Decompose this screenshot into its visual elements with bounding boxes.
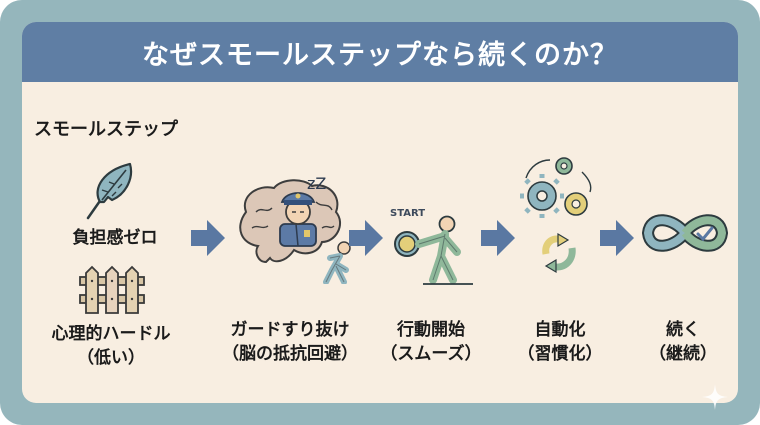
automation-line2: （習慣化） bbox=[517, 344, 603, 364]
arrow-right-icon bbox=[600, 220, 634, 256]
automation-line1: 自動化 bbox=[534, 320, 586, 340]
bypass-line1: ガードすり抜け bbox=[230, 320, 350, 340]
continue-line2: （継続） bbox=[649, 344, 717, 364]
diagram-card: なぜスモールステップなら続くのか？ スモールステップ 負担感ゼロ 心理的ハードル… bbox=[22, 22, 738, 403]
step-label-continue: 続く （継続） bbox=[638, 318, 728, 366]
step-label-start: 行動開始 （スムーズ） bbox=[376, 318, 486, 366]
start-line2: （スムーズ） bbox=[380, 344, 482, 364]
arrow-right-icon bbox=[349, 220, 383, 256]
start-text: START bbox=[390, 208, 426, 219]
sleeping-guard-brain-icon bbox=[239, 179, 351, 284]
section-label: スモールステップ bbox=[34, 119, 178, 140]
title-bar: なぜスモールステップなら続くのか？ bbox=[22, 22, 738, 82]
infinity-check-icon bbox=[641, 214, 729, 252]
hurdle-line2: （低い） bbox=[77, 348, 145, 368]
left-item-label-burden: 負担感ゼロ bbox=[72, 228, 158, 248]
feather-icon bbox=[86, 162, 133, 220]
arrow-right-icon bbox=[191, 220, 225, 256]
step-label-automation: 自動化 （習慣化） bbox=[510, 318, 610, 366]
arrow-right-icon bbox=[481, 220, 515, 256]
start-line1: 行動開始 bbox=[397, 320, 465, 340]
hurdle-line1: 心理的ハードル bbox=[51, 324, 171, 344]
fence-icon bbox=[79, 265, 145, 314]
start-button-walker-icon bbox=[394, 215, 473, 285]
page-title: なぜスモールステップなら続くのか？ bbox=[142, 39, 618, 71]
bypass-line2: （脳の抵抗回避） bbox=[222, 344, 358, 364]
left-item-label-hurdle: 心理的ハードル （低い） bbox=[36, 322, 186, 370]
continue-line1: 続く bbox=[666, 320, 700, 340]
step-label-bypass: ガードすり抜け （脳の抵抗回避） bbox=[220, 318, 360, 366]
sparkle-icon bbox=[702, 384, 728, 410]
sleep-text: zZ bbox=[307, 174, 327, 193]
gears-cycle-icon bbox=[520, 157, 592, 274]
